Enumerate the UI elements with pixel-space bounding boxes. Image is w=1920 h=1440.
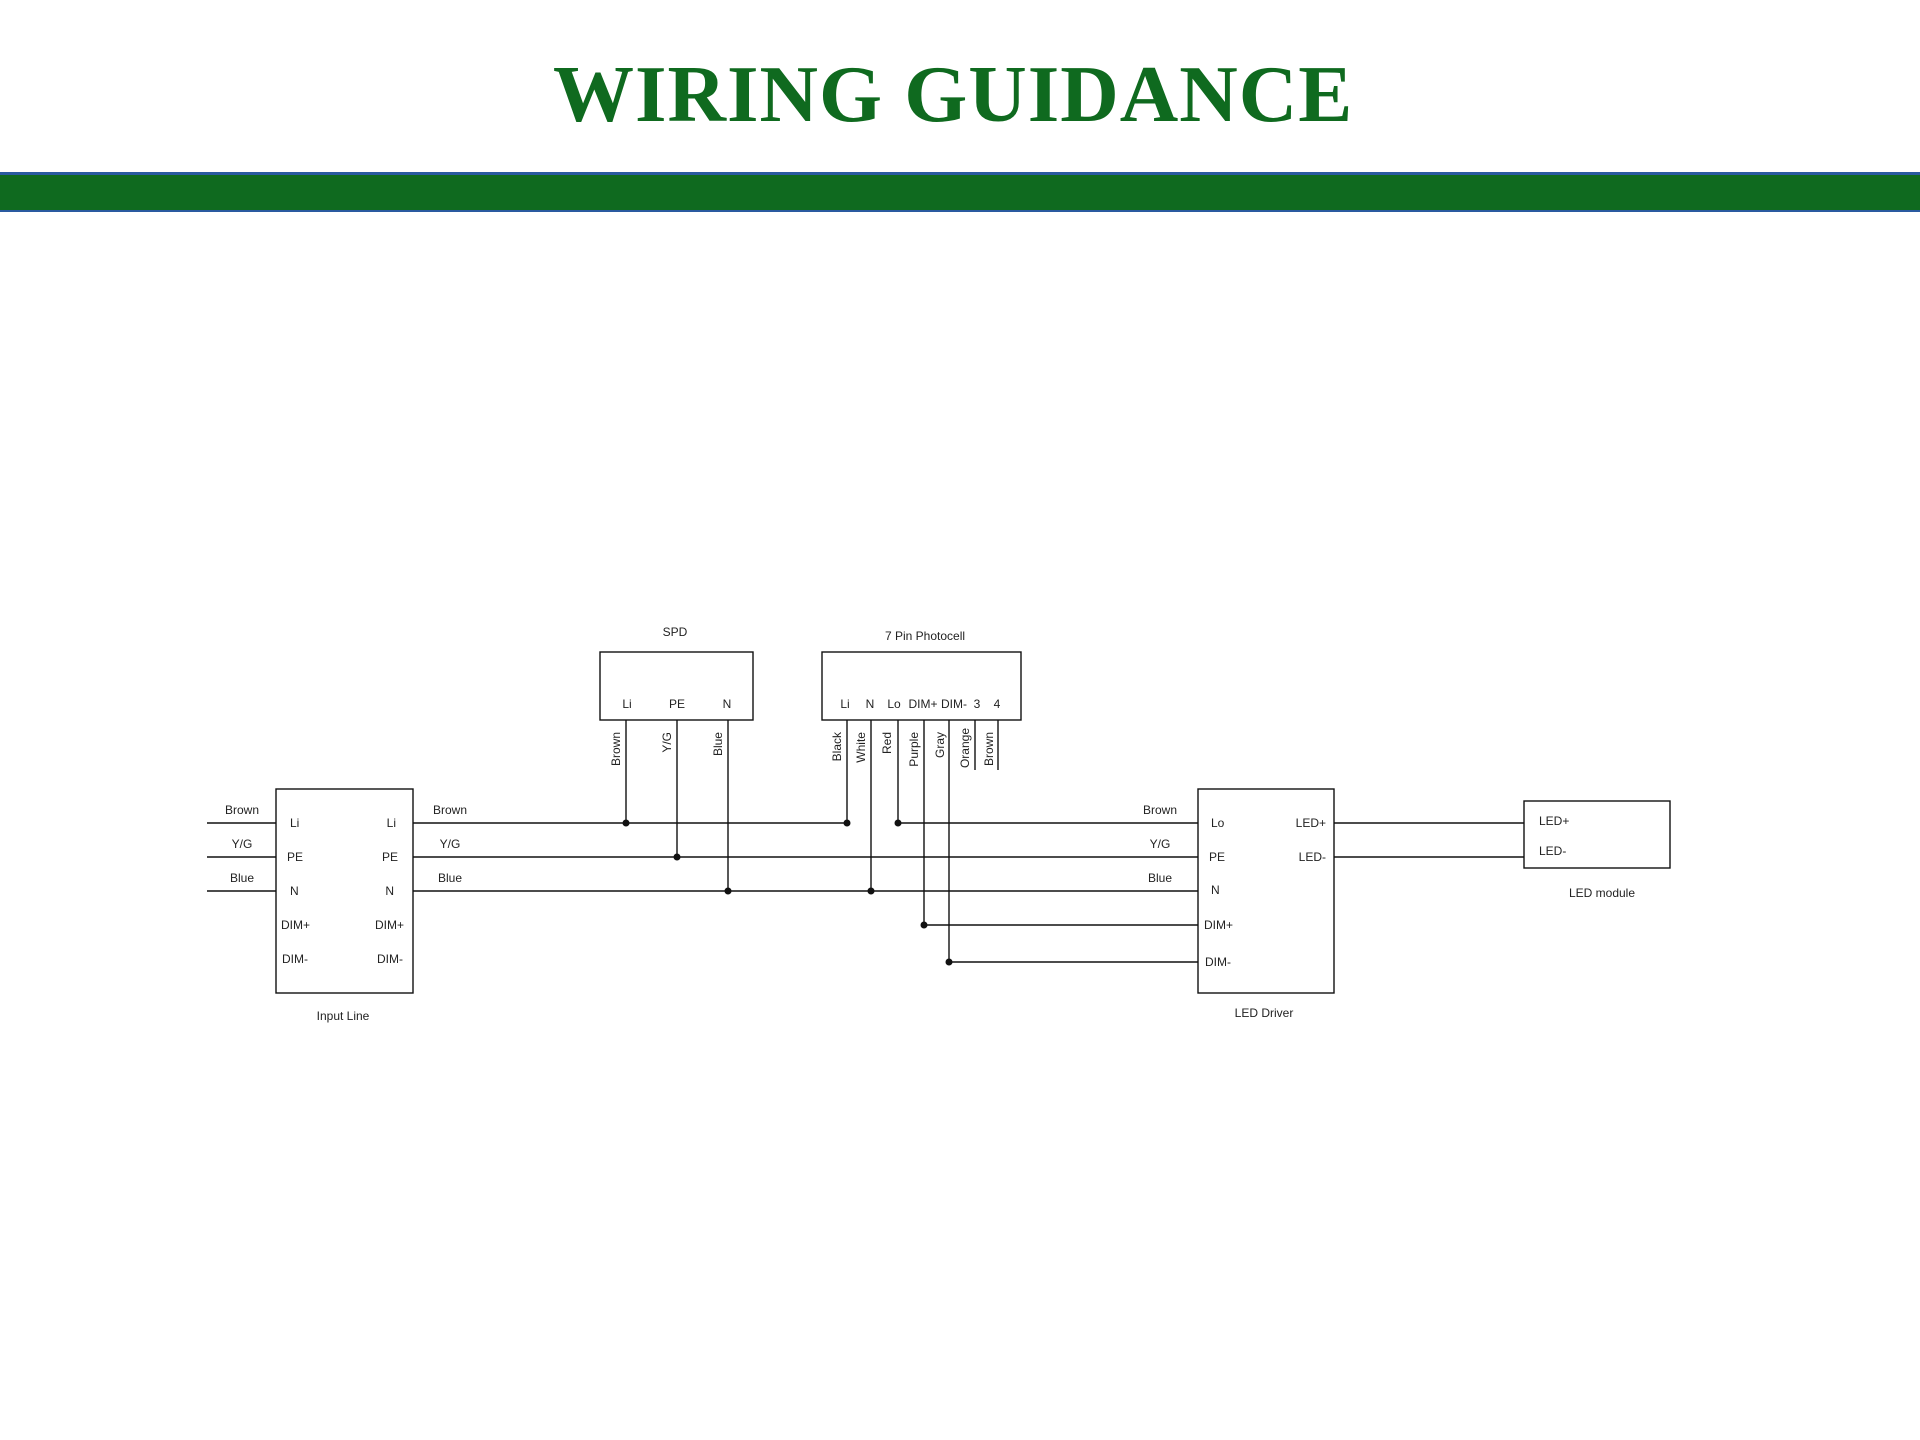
spd-wire-label-blue: Blue bbox=[711, 732, 725, 756]
led-driver-block: LED Driver Lo PE N DIM+ DIM- LED+ LED- B… bbox=[1143, 788, 1335, 1020]
input-pin-right-dimminus: DIM- bbox=[377, 952, 403, 966]
photocell-pin-4: 4 bbox=[994, 697, 1001, 711]
spd-wire-label-yg: Y/G bbox=[660, 732, 674, 753]
photocell-wire-label-black: Black bbox=[830, 731, 844, 761]
photocell-wire-label-brown: Brown bbox=[982, 732, 996, 766]
photocell-wire-label-red: Red bbox=[880, 732, 894, 754]
led-driver-label: LED Driver bbox=[1235, 1006, 1294, 1020]
photocell-block: 7 Pin Photocell Li N Lo DIM+ DIM- 3 4 Bl… bbox=[821, 629, 1022, 768]
led-module-box bbox=[1523, 800, 1671, 869]
led-driver-box bbox=[1197, 788, 1335, 994]
junction-dot bbox=[673, 853, 681, 861]
input-wire-label-brown: Brown bbox=[225, 803, 259, 817]
input-pin-right-pe: PE bbox=[382, 850, 398, 864]
photocell-pin-3: 3 bbox=[974, 697, 981, 711]
output-wire-label-yg: Y/G bbox=[440, 837, 461, 851]
output-wire-label-brown: Brown bbox=[433, 803, 467, 817]
input-pin-left-li: Li bbox=[290, 816, 299, 830]
page-title: WIRING GUIDANCE bbox=[553, 49, 1354, 139]
led-module-block: LED module LED+ LED- bbox=[1523, 800, 1671, 900]
junction-dot bbox=[894, 819, 902, 827]
driver-pin-ledplus: LED+ bbox=[1296, 816, 1326, 830]
photocell-pin-n: N bbox=[866, 697, 875, 711]
input-wire-label-yg: Y/G bbox=[232, 837, 253, 851]
photocell-pin-lo: Lo bbox=[887, 697, 901, 711]
driver-pin-lo: Lo bbox=[1211, 816, 1225, 830]
photocell-pin-dimminus: DIM- bbox=[941, 697, 967, 711]
module-pin-ledplus: LED+ bbox=[1539, 814, 1569, 828]
driver-wire-label-yg: Y/G bbox=[1150, 837, 1171, 851]
driver-wire-label-brown: Brown bbox=[1143, 803, 1177, 817]
junction-dot bbox=[843, 819, 851, 827]
input-pin-left-pe: PE bbox=[287, 850, 303, 864]
spd-wire-label-brown: Brown bbox=[609, 732, 623, 766]
input-wire-label-blue: Blue bbox=[230, 871, 254, 885]
junction-dot bbox=[867, 887, 875, 895]
led-module-label: LED module bbox=[1569, 886, 1635, 900]
photocell-box bbox=[821, 651, 1022, 721]
junctions bbox=[622, 819, 953, 966]
driver-pin-dimminus: DIM- bbox=[1205, 955, 1231, 969]
spd-pin-n: N bbox=[723, 697, 732, 711]
input-line-box bbox=[275, 788, 414, 994]
photocell-wire-label-white: White bbox=[854, 732, 868, 763]
photocell-wire-label-gray: Gray bbox=[933, 732, 947, 758]
photocell-wire-label-orange: Orange bbox=[958, 728, 972, 768]
input-pin-right-li: Li bbox=[387, 816, 396, 830]
driver-pin-dimplus: DIM+ bbox=[1204, 918, 1233, 932]
driver-pin-n: N bbox=[1211, 883, 1220, 897]
wires bbox=[207, 720, 1524, 963]
driver-pin-ledminus: LED- bbox=[1299, 850, 1326, 864]
input-pin-right-n: N bbox=[385, 884, 394, 898]
input-pin-right-dimplus: DIM+ bbox=[375, 918, 404, 932]
module-pin-ledminus: LED- bbox=[1539, 844, 1566, 858]
spd-label: SPD bbox=[663, 625, 688, 639]
junction-dot bbox=[920, 921, 928, 929]
title-band bbox=[0, 172, 1920, 212]
input-line-label: Input Line bbox=[317, 1009, 370, 1023]
photocell-pin-dimplus: DIM+ bbox=[908, 697, 937, 711]
input-pin-left-dimplus: DIM+ bbox=[281, 918, 310, 932]
junction-dot bbox=[945, 958, 953, 966]
photocell-pin-li: Li bbox=[840, 697, 849, 711]
spd-pin-pe: PE bbox=[669, 697, 685, 711]
photocell-label: 7 Pin Photocell bbox=[885, 629, 965, 643]
output-wire-label-blue: Blue bbox=[438, 871, 462, 885]
photocell-wire-label-purple: Purple bbox=[907, 732, 921, 767]
input-pin-left-n: N bbox=[290, 884, 299, 898]
driver-wire-label-blue: Blue bbox=[1148, 871, 1172, 885]
input-pin-left-dimminus: DIM- bbox=[282, 952, 308, 966]
junction-dot bbox=[622, 819, 630, 827]
spd-block: SPD Li PE N Brown Y/G Blue bbox=[599, 625, 754, 766]
driver-pin-pe: PE bbox=[1209, 850, 1225, 864]
input-line-block: Input Line Li PE N DIM+ DIM- Li PE N DIM… bbox=[225, 788, 467, 1023]
spd-pin-li: Li bbox=[622, 697, 631, 711]
junction-dot bbox=[724, 887, 732, 895]
spd-box bbox=[599, 651, 754, 721]
